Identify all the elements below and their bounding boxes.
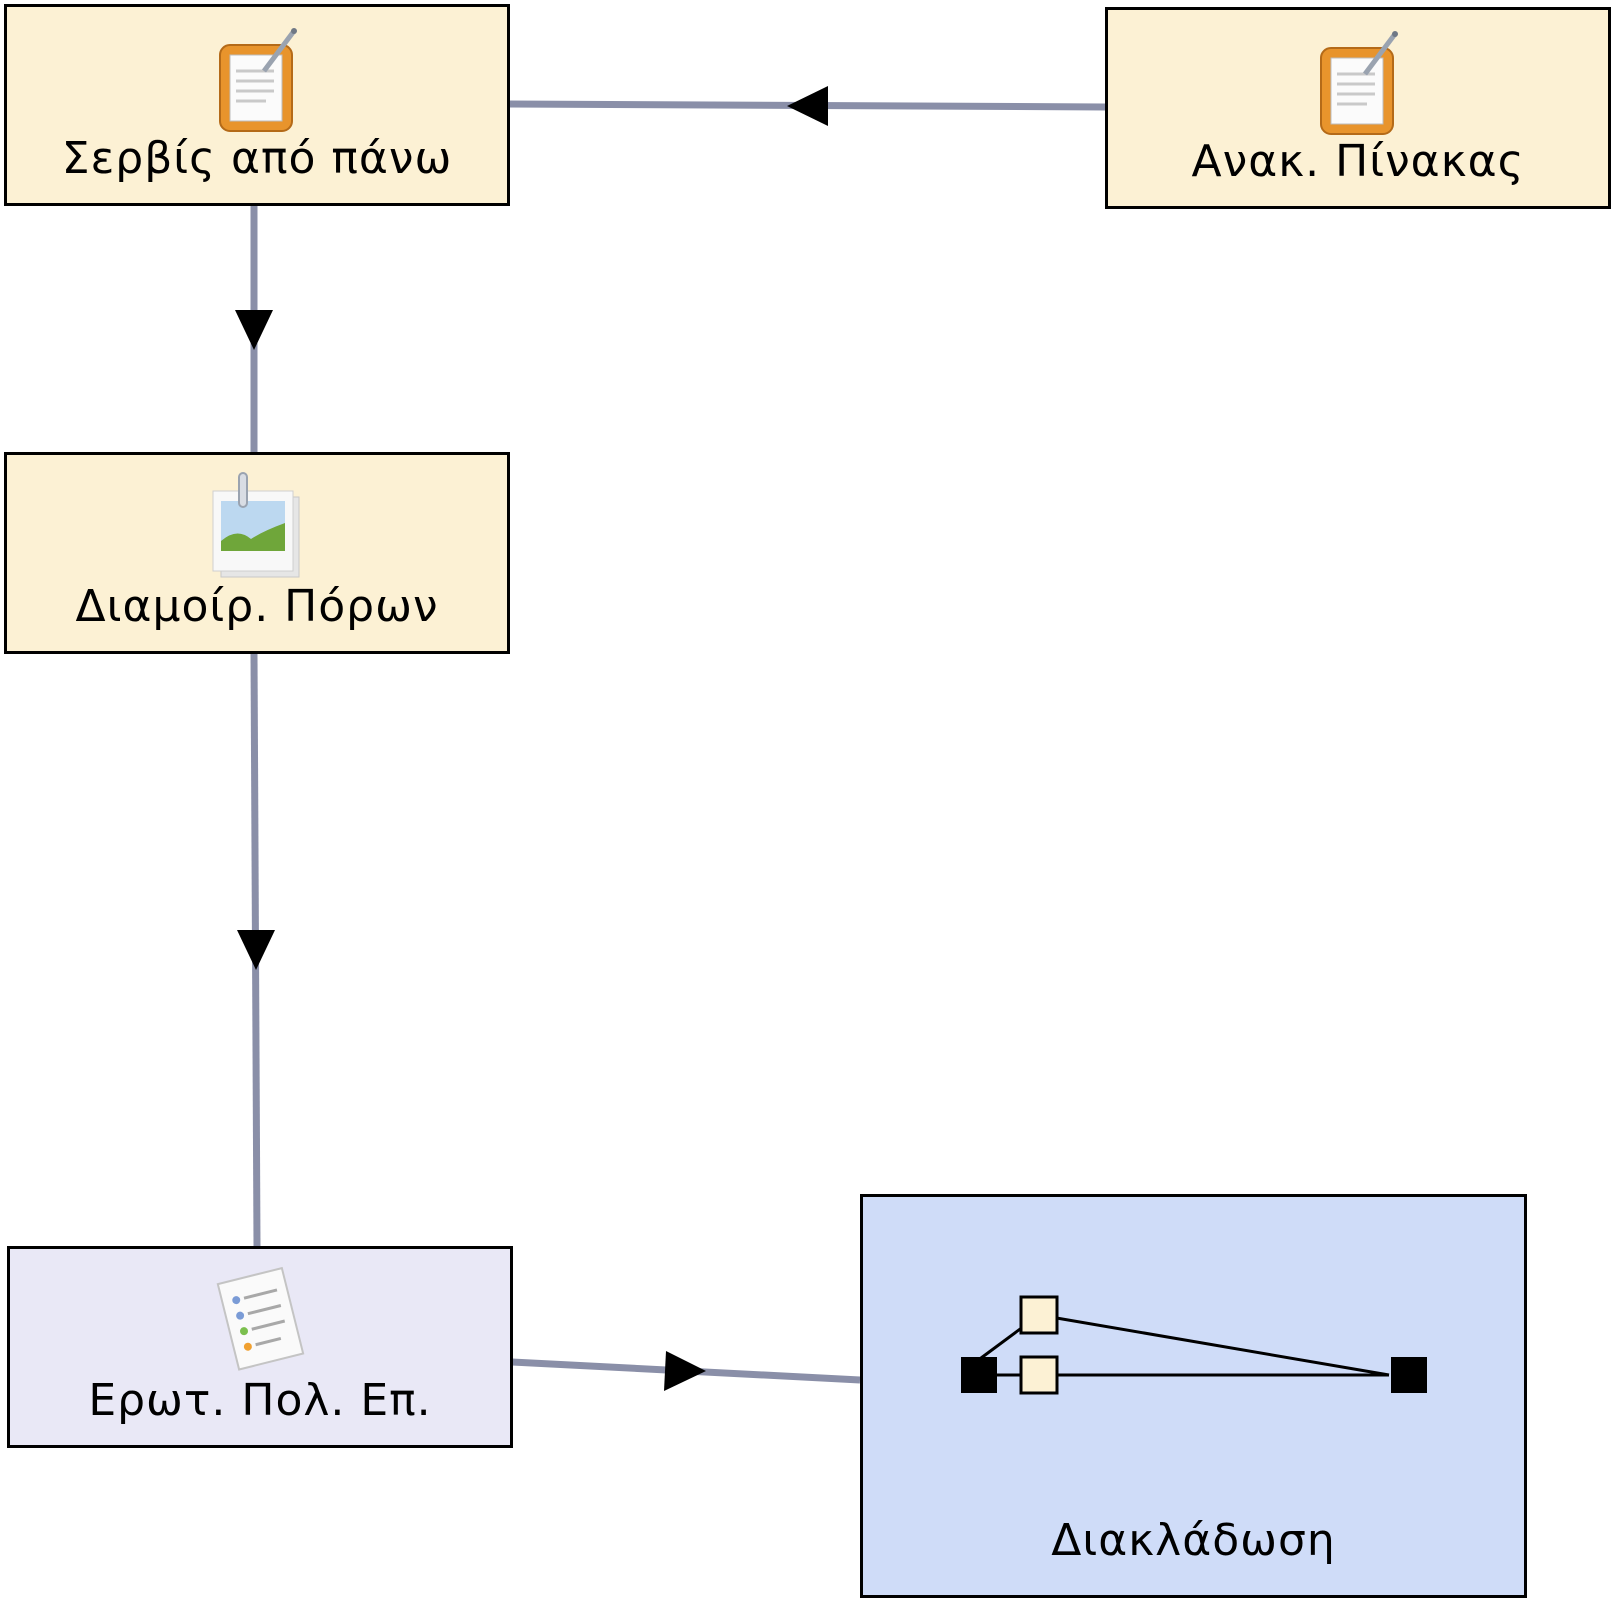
- arrowhead-right: [664, 1351, 706, 1391]
- node-service-above[interactable]: Σερβίς από πάνω: [4, 4, 510, 206]
- branch-icon: [960, 1295, 1427, 1395]
- clipboard-icon: [219, 28, 297, 132]
- node-label: Διακλάδωση: [1051, 1515, 1336, 1566]
- picture-icon: [212, 472, 300, 578]
- node-table-retrieval[interactable]: Ανακ. Πίνακας: [1105, 7, 1611, 209]
- node-label: Σερβίς από πάνω: [61, 133, 453, 184]
- checklist-icon: [216, 1266, 305, 1371]
- node-label: Ανακ. Πίνακας: [1191, 136, 1525, 187]
- arrowhead-left: [787, 86, 828, 126]
- node-label: Διαμοίρ. Πόρων: [75, 581, 439, 632]
- clipboard-icon: [1320, 31, 1398, 135]
- node-multi-choice-question[interactable]: Ερωτ. Πολ. Επ.: [7, 1246, 513, 1448]
- arrowhead-down-2: [237, 930, 275, 970]
- node-resource-sharing[interactable]: Διαμοίρ. Πόρων: [4, 452, 510, 654]
- arrowhead-down-1: [235, 310, 273, 350]
- node-branching[interactable]: Διακλάδωση: [860, 1194, 1527, 1598]
- node-label: Ερωτ. Πολ. Επ.: [88, 1375, 432, 1426]
